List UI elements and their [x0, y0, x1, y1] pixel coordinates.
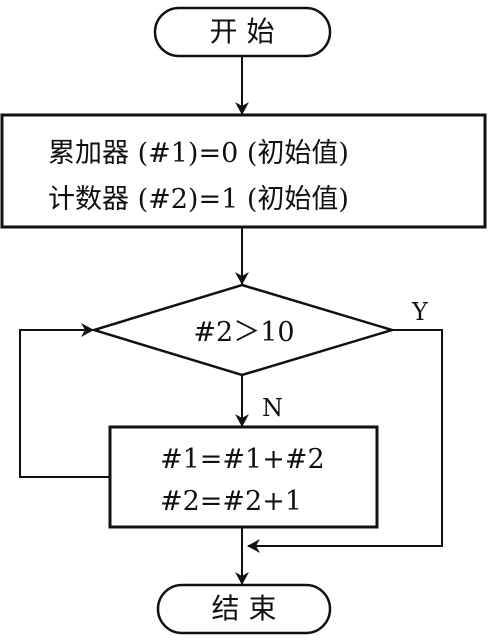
body-line-increment: #2=#2+1 — [160, 486, 302, 517]
init-process-box — [0, 113, 487, 229]
start-label: 开 始 — [210, 15, 275, 48]
no-label: N — [262, 394, 283, 422]
loop-back-line — [19, 323, 110, 478]
end-terminal — [156, 583, 332, 635]
yes-label: Y — [411, 298, 429, 326]
body-line-accumulate: #1=#1+#2 — [160, 444, 325, 475]
init-line-accumulator: 累加器 (#1)=0 (初始值) — [48, 138, 349, 169]
init-line-counter: 计数器 (#2)=1 (初始值) — [48, 184, 349, 215]
end-label: 结 束 — [212, 592, 277, 625]
yes-branch-line — [247, 329, 443, 553]
decision-condition: #2＞10 — [193, 317, 294, 348]
